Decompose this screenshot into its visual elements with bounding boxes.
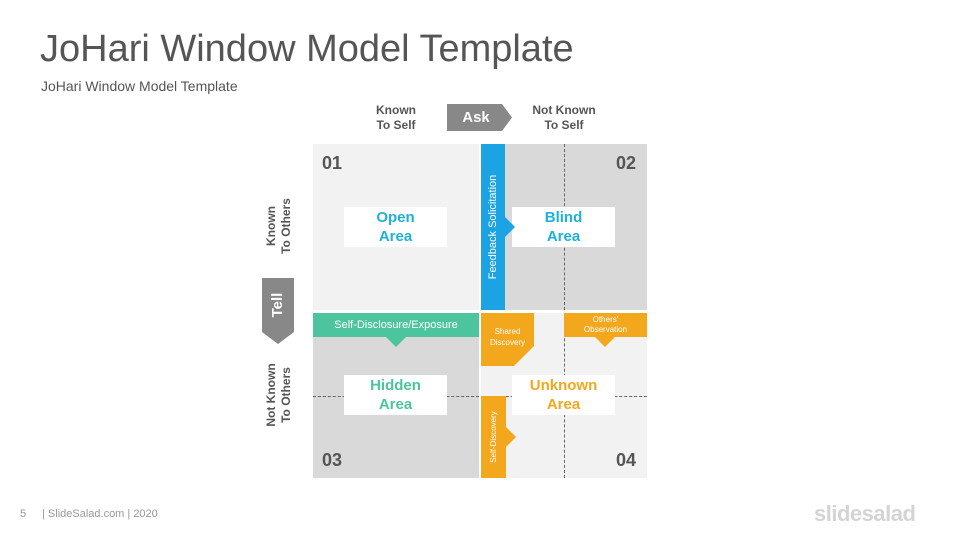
tell-arrow — [262, 278, 294, 344]
feedback-solicitation-label: Feedback Solicitation — [487, 174, 499, 280]
quadrant-number-03: 03 — [322, 450, 343, 470]
self-disclosure-arrow-tip — [386, 337, 406, 347]
feedback-solicitation-bar — [481, 144, 505, 310]
self-discovery-arrow-tip — [506, 427, 516, 447]
footer-text: | SlideSalad.com | 2020 — [42, 508, 158, 520]
known-to-self-label: Known To Self — [376, 103, 416, 132]
others-observation-bar: Others'Observation — [564, 313, 647, 337]
shared-discovery-shape — [481, 313, 534, 366]
ask-label: Ask — [462, 109, 490, 126]
slidesalad-logo: slidesalad — [814, 501, 916, 526]
self-discovery-label: Self-Discovery — [489, 411, 498, 463]
feedback-arrow-tip — [505, 217, 515, 237]
self-disclosure-bar: Self-Disclosure/Exposure — [313, 313, 479, 337]
quadrant-number-02: 02 — [616, 153, 637, 173]
tell-label: Tell — [269, 292, 286, 318]
known-to-others-label: Known To Others — [264, 198, 293, 254]
quadrant-number-01: 01 — [322, 153, 343, 173]
slide-title: JoHari Window Model Template — [40, 28, 574, 70]
others-observation-arrow-tip — [595, 337, 615, 347]
page-number: 5 — [20, 508, 27, 520]
not-known-to-others-label: Not Known To Others — [264, 363, 293, 427]
self-discovery-bar — [481, 396, 506, 478]
slide-subtitle: JoHari Window Model Template — [41, 78, 238, 94]
ask-arrow — [447, 104, 512, 131]
quadrant-number-04: 04 — [616, 450, 637, 470]
not-known-to-self-label: Not Known To Self — [532, 103, 596, 132]
